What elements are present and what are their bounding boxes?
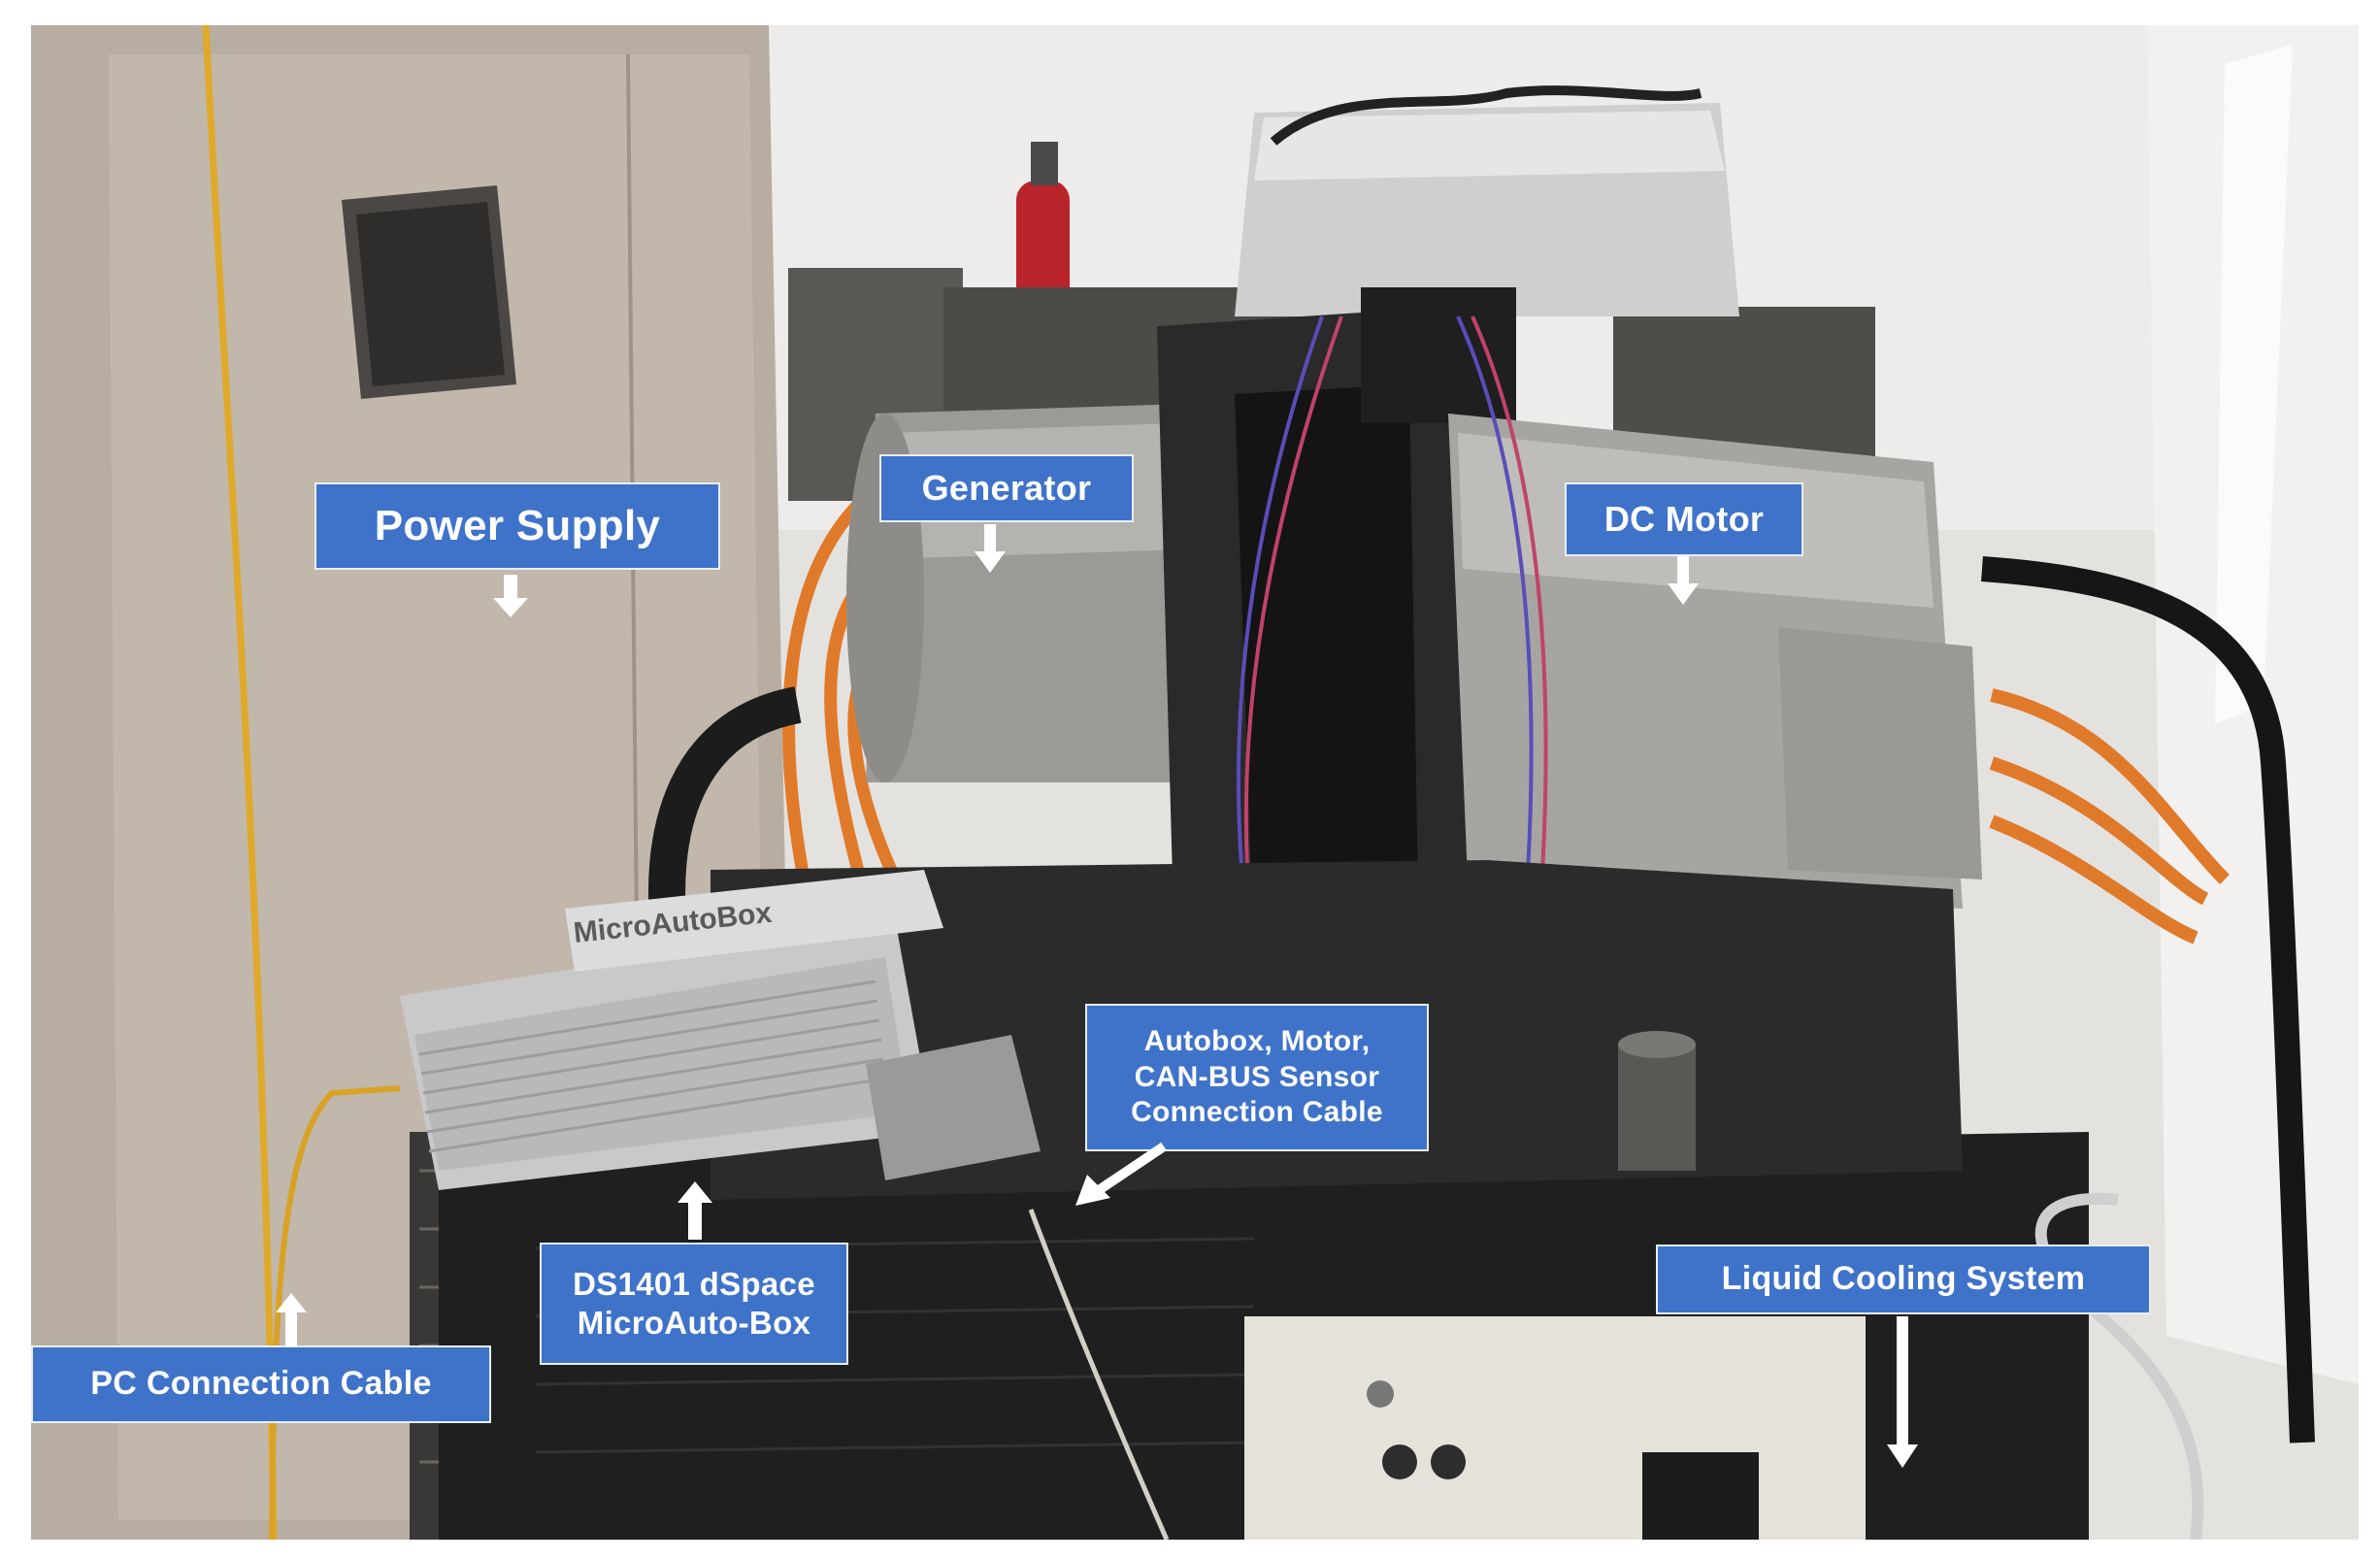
label-autobox-cable: Autobox, Motor, CAN-BUS Sensor Connectio… [1085, 1004, 1429, 1151]
photo-scene: MicroAutoBox [31, 25, 2359, 1540]
label-microautobox: DS1401 dSpace MicroAuto-Box [540, 1243, 848, 1365]
label-dc-motor: DC Motor [1565, 482, 1803, 556]
arrow-liquid-cooling-system [1887, 1316, 1918, 1468]
label-power-supply: Power Supply [314, 482, 720, 570]
label-pc-connection-cable: PC Connection Cable [31, 1345, 491, 1423]
lab-setup-photo: MicroAutoBox [31, 25, 2359, 1540]
label-generator: Generator [879, 454, 1134, 522]
arrow-autobox-cable [1075, 1142, 1167, 1206]
arrow-pc-connection-cable [276, 1293, 307, 1347]
arrow-microautobox [678, 1181, 712, 1240]
arrow-generator [975, 524, 1006, 573]
arrow-dc-motor [1668, 556, 1699, 605]
arrow-power-supply [493, 575, 528, 617]
label-liquid-cooling-system: Liquid Cooling System [1656, 1245, 2151, 1314]
